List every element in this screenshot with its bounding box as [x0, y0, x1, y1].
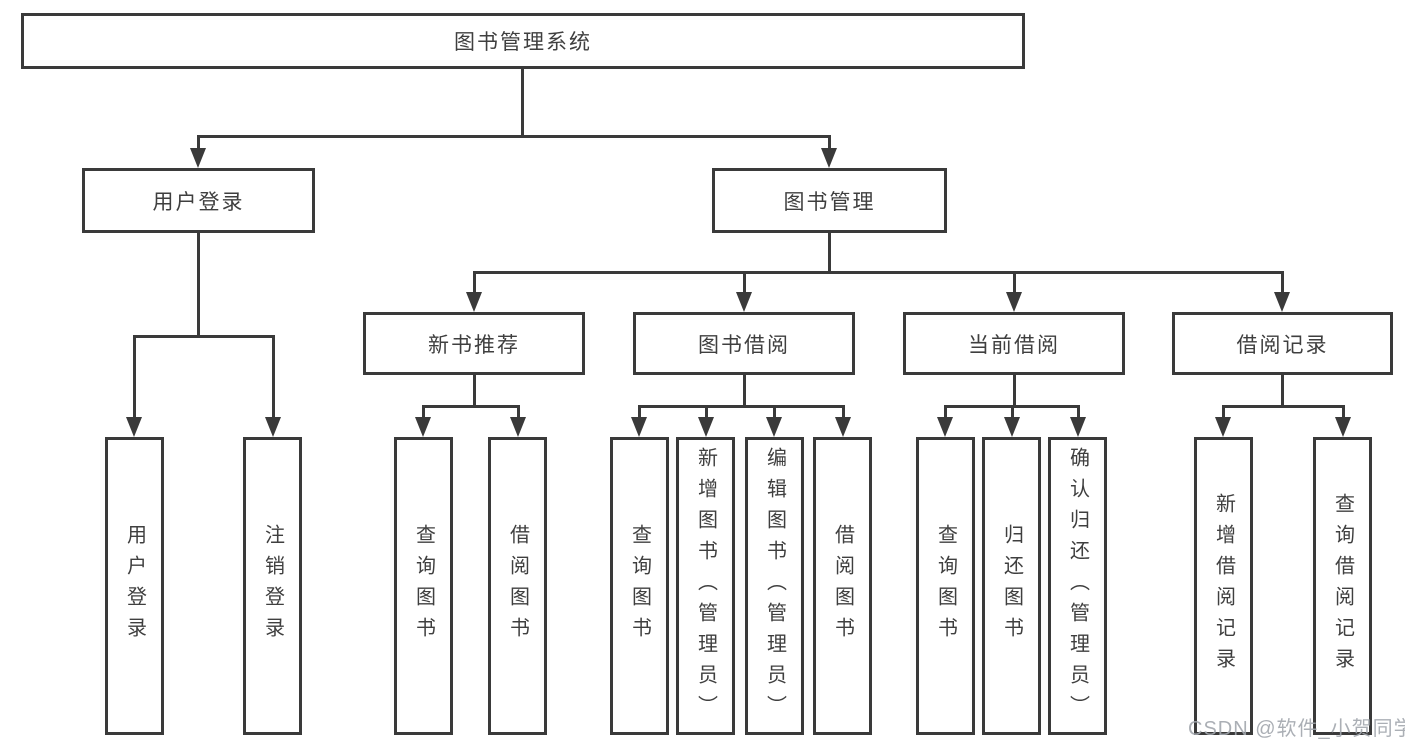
connector-hline — [197, 135, 831, 138]
arrow-down-icon — [1004, 417, 1020, 437]
arrow-down-icon — [466, 292, 482, 312]
connector-vline — [828, 233, 831, 273]
connector-vline — [1013, 271, 1016, 294]
arrow-down-icon — [766, 417, 782, 437]
connector-vline — [842, 405, 845, 419]
connector-vline — [638, 405, 641, 419]
node-root-library-system: 图书管理系统 — [21, 13, 1025, 69]
connector-vline — [1011, 405, 1014, 419]
leaf-borrow-books-recommend: 借阅图书 — [488, 437, 547, 735]
connector-vline — [272, 335, 275, 419]
node-label: 借阅图书 — [831, 524, 854, 648]
connector-vline — [944, 405, 947, 419]
connector-vline — [743, 271, 746, 294]
node-book-borrowing: 图书借阅 — [633, 312, 855, 375]
arrow-down-icon — [415, 417, 431, 437]
arrow-down-icon — [736, 292, 752, 312]
node-label: 新增图书（管理员） — [694, 446, 717, 726]
node-label: 注销登录 — [261, 524, 284, 648]
connector-vline — [828, 135, 831, 150]
node-label: 借阅图书 — [506, 524, 529, 648]
node-book-management: 图书管理 — [712, 168, 947, 233]
connector-vline — [743, 375, 746, 407]
csdn-watermark: CSDN @软件_小贺同学 — [1188, 718, 1405, 740]
leaf-user-login: 用户登录 — [105, 437, 164, 735]
arrow-down-icon — [1274, 292, 1290, 312]
leaf-query-borrow-record: 查询借阅记录 — [1313, 437, 1372, 735]
connector-vline — [1077, 405, 1080, 419]
arrow-down-icon — [698, 417, 714, 437]
arrow-down-icon — [510, 417, 526, 437]
arrow-down-icon — [126, 417, 142, 437]
connector-vline — [1342, 405, 1345, 419]
arrow-down-icon — [190, 148, 206, 168]
node-label: 查询借阅记录 — [1331, 493, 1354, 679]
connector-vline — [197, 135, 200, 150]
leaf-add-borrow-record: 新增借阅记录 — [1194, 437, 1253, 735]
connector-vline — [197, 233, 200, 335]
arrow-down-icon — [937, 417, 953, 437]
node-user-login: 用户登录 — [82, 168, 315, 233]
connector-vline — [1013, 375, 1016, 407]
node-label: 当前借阅 — [968, 333, 1060, 357]
arrow-down-icon — [1070, 417, 1086, 437]
node-label: 查询图书 — [934, 524, 957, 648]
connector-vline — [422, 405, 425, 419]
connector-hline — [133, 335, 274, 338]
node-new-book-recommendation: 新书推荐 — [363, 312, 585, 375]
node-label: 借阅记录 — [1236, 333, 1329, 357]
connector-hline — [1222, 405, 1344, 408]
arrow-down-icon — [1215, 417, 1231, 437]
connector-vline — [1222, 405, 1225, 419]
connector-vline — [473, 271, 476, 294]
node-borrowing-records: 借阅记录 — [1172, 312, 1393, 375]
arrow-down-icon — [1006, 292, 1022, 312]
arrow-down-icon — [835, 417, 851, 437]
leaf-confirm-return-admin: 确认归还（管理员） — [1048, 437, 1107, 735]
node-label: 图书管理系统 — [454, 31, 592, 54]
connector-vline — [773, 405, 776, 419]
connector-vline — [521, 69, 524, 135]
node-current-borrowing: 当前借阅 — [903, 312, 1125, 375]
node-label: 图书借阅 — [698, 333, 790, 357]
node-label: 归还图书 — [1000, 524, 1023, 648]
connector-vline — [1281, 375, 1284, 407]
connector-hline — [422, 405, 520, 408]
leaf-query-books-borrowing: 查询图书 — [610, 437, 669, 735]
leaf-logout-login: 注销登录 — [243, 437, 302, 735]
leaf-edit-books-admin: 编辑图书（管理员） — [745, 437, 804, 735]
connector-hline — [638, 405, 845, 408]
connector-vline — [133, 335, 136, 419]
connector-vline — [473, 375, 476, 407]
leaf-return-books: 归还图书 — [982, 437, 1041, 735]
arrow-down-icon — [1335, 417, 1351, 437]
node-label: 编辑图书（管理员） — [763, 446, 786, 726]
node-label: 查询图书 — [412, 524, 435, 648]
connector-vline — [1281, 271, 1284, 294]
arrow-down-icon — [631, 417, 647, 437]
arrow-down-icon — [821, 148, 837, 168]
connector-vline — [705, 405, 708, 419]
node-label: 查询图书 — [628, 524, 651, 648]
node-label: 用户登录 — [152, 190, 245, 214]
node-label: 确认归还（管理员） — [1066, 446, 1089, 726]
node-label: 用户登录 — [123, 524, 146, 648]
node-label: 新增借阅记录 — [1212, 493, 1235, 679]
leaf-query-books-current: 查询图书 — [916, 437, 975, 735]
arrow-down-icon — [265, 417, 281, 437]
connector-vline — [517, 405, 520, 419]
connector-hline — [473, 271, 1283, 274]
leaf-add-books-admin: 新增图书（管理员） — [676, 437, 735, 735]
leaf-query-books-recommend: 查询图书 — [394, 437, 453, 735]
leaf-borrow-books-borrowing: 借阅图书 — [813, 437, 872, 735]
node-label: 新书推荐 — [428, 333, 520, 357]
node-label: 图书管理 — [783, 190, 876, 214]
